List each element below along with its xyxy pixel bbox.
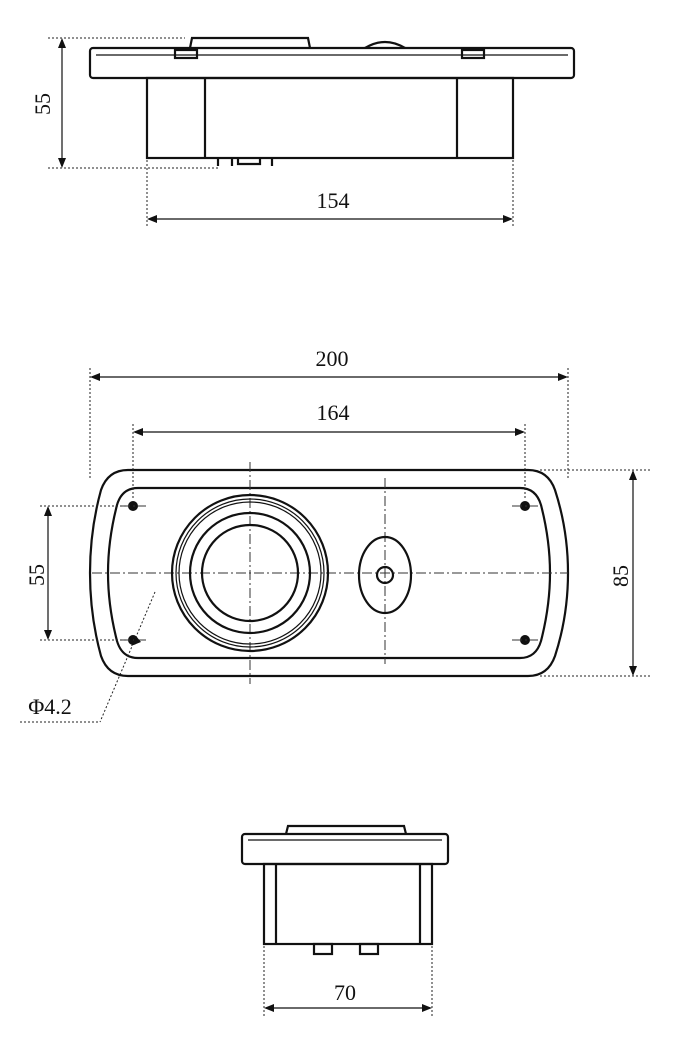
front-view-inner-plate xyxy=(106,486,552,660)
hole-diameter-label: Φ4.2 xyxy=(28,694,72,719)
side-view-terminal-left xyxy=(312,942,334,956)
indicator-lamp xyxy=(375,565,395,585)
top-view-flange xyxy=(88,46,576,80)
side-view-body xyxy=(262,862,434,946)
side-view-flange xyxy=(240,832,450,866)
hole-vertical-spacing-label: 55 xyxy=(24,564,49,586)
top-view-clip-left xyxy=(173,48,199,60)
overall-height-label: 85 xyxy=(608,565,633,587)
top-view-height-label: 55 xyxy=(30,93,55,115)
top-view: 55 154 xyxy=(30,36,576,228)
front-view: 200 164 55 85 Φ4.2 xyxy=(20,346,650,723)
top-view-raised-lip xyxy=(188,36,312,49)
top-view-clip-right xyxy=(460,48,486,60)
side-view-terminal-right xyxy=(358,942,380,956)
socket-inner-ring xyxy=(200,523,300,623)
socket-middle-ring xyxy=(188,511,312,635)
overall-width-label: 200 xyxy=(316,346,349,371)
side-view-width-label: 70 xyxy=(334,980,356,1005)
indicator-housing xyxy=(357,535,413,615)
side-view: 70 xyxy=(240,824,450,1018)
top-view-terminals xyxy=(216,158,274,166)
hole-diameter-leader xyxy=(99,591,156,723)
top-view-body xyxy=(145,76,515,160)
top-view-knob-top xyxy=(364,40,406,49)
front-view-outer-plate xyxy=(88,468,570,678)
hole-spacing-label: 164 xyxy=(317,400,350,425)
socket-outer-ring xyxy=(170,493,330,653)
side-view-raised-lip xyxy=(284,824,408,835)
top-view-width-label: 154 xyxy=(317,188,350,213)
